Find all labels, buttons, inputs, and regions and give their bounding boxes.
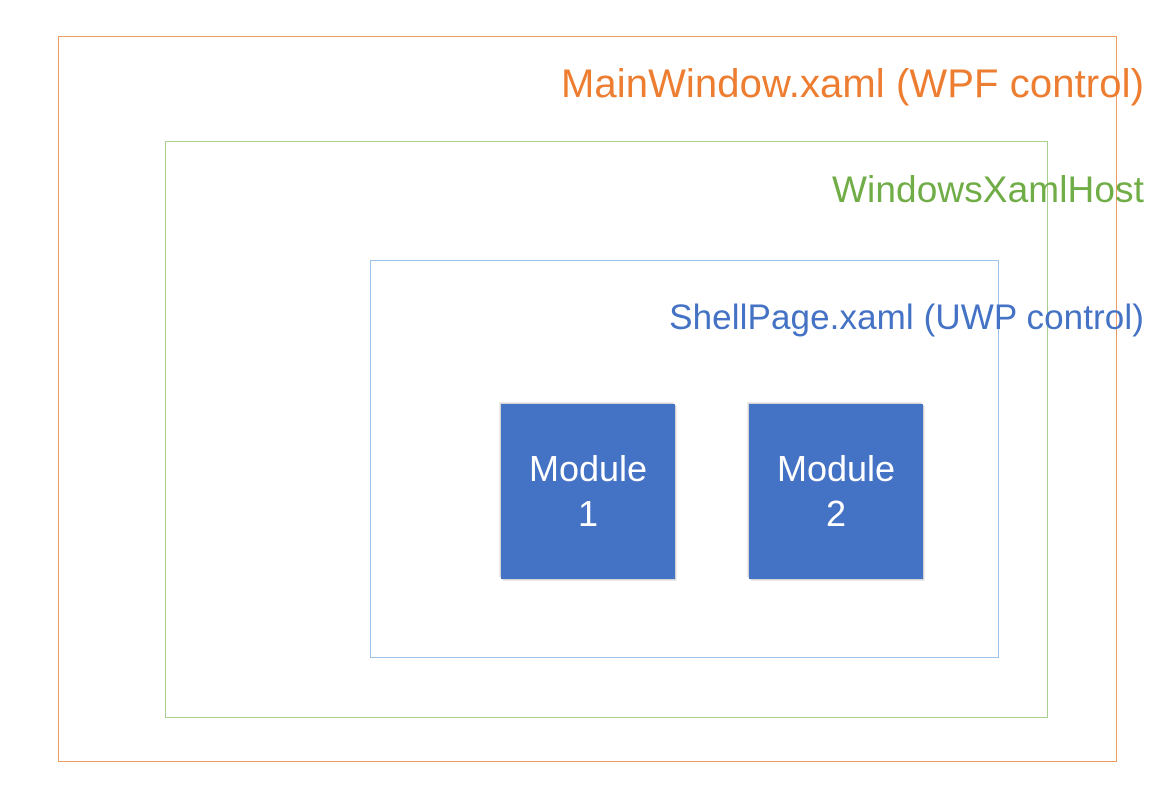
module-2-label-line2: 2 xyxy=(825,492,847,534)
windows-xaml-host-label: WindowsXamlHost xyxy=(832,169,1144,210)
wpf-mainwindow-label: MainWindow.xaml (WPF control) xyxy=(560,62,1144,106)
module-2-tile: Module 2 xyxy=(749,404,923,579)
module-1-label-line2: 1 xyxy=(577,492,599,534)
windows-xaml-host-container xyxy=(165,141,1048,718)
module-1-label-line1: Module xyxy=(528,447,648,489)
wpf-mainwindow-container xyxy=(58,36,1117,762)
shellpage-uwp-label: ShellPage.xaml (UWP control) xyxy=(669,298,1144,337)
module-2-label-line1: Module xyxy=(776,447,896,489)
module-1-tile: Module 1 xyxy=(501,404,675,579)
shellpage-uwp-container xyxy=(370,260,999,658)
